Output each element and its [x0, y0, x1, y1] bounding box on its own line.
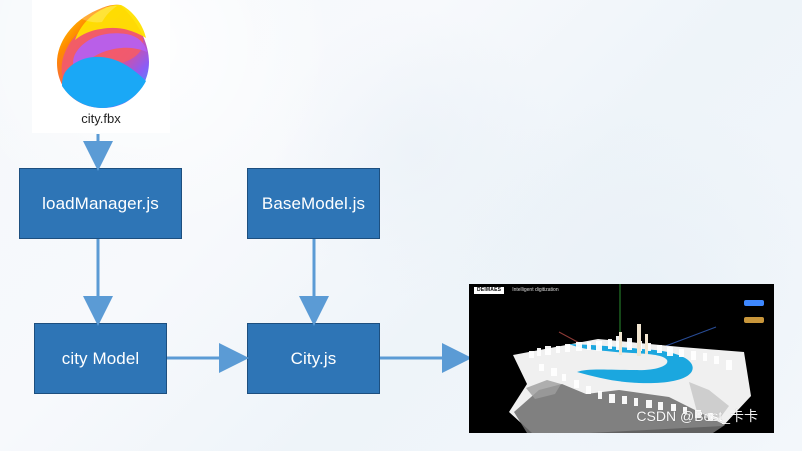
render-subtitle: Intelligent digitization [512, 287, 559, 293]
city-model-label: city Model [61, 348, 140, 368]
render-brand: DEIMAES [474, 287, 505, 294]
city-scene-illustration [469, 284, 774, 433]
city-render-preview: DEIMAES Intelligent digitization [469, 284, 774, 433]
watermark: CSDN @Best_卡卡 [636, 408, 758, 424]
file-label: city.fbx [81, 111, 121, 126]
city-model-box: city Model [34, 323, 167, 394]
fbx-file-icon [57, 4, 149, 109]
city-fbx-file-card: city.fbx [32, 0, 170, 133]
load-manager-box: loadManager.js [19, 168, 182, 239]
render-header: DEIMAES Intelligent digitization [474, 287, 559, 294]
base-model-box: BaseModel.js [247, 168, 380, 239]
render-tag-blue [744, 300, 764, 306]
city-js-box: City.js [247, 323, 380, 394]
base-model-label: BaseModel.js [261, 193, 366, 213]
load-manager-label: loadManager.js [42, 193, 159, 213]
render-tag-gold [744, 317, 764, 323]
city-js-label: City.js [290, 348, 337, 368]
